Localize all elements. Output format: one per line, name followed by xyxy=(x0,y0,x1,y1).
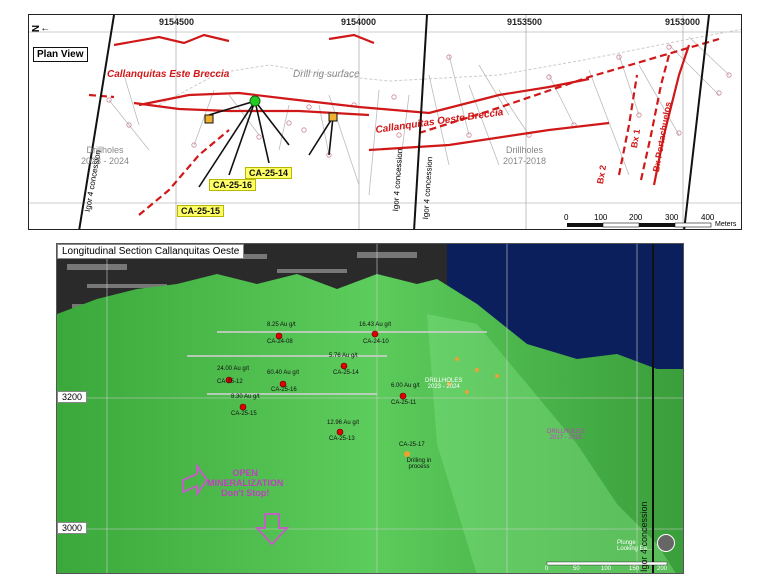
hole-callout: CA-25-14 xyxy=(245,167,293,179)
drillholes-new-label: Drillholes 2023 - 2024 xyxy=(81,145,130,166)
easting-label: 9153500 xyxy=(507,17,543,27)
intercept-hole: CA-25-12 xyxy=(217,379,243,385)
north-arrow-icon: N← xyxy=(31,23,51,34)
drill-rig-label: Drill rig surface xyxy=(293,69,360,80)
plan-map-drawing xyxy=(29,15,741,229)
plunge-label: Plunge Looking Ea... xyxy=(617,540,653,552)
scale-tick: 300 xyxy=(665,213,679,222)
open-mineralization-label: OPEN MINERALIZATION Don't Stop! xyxy=(207,468,284,498)
compass-icon xyxy=(657,534,675,552)
intercept-grade: 16.43 Au g/t xyxy=(359,322,392,328)
scale-bar-graphic xyxy=(567,222,712,228)
intercept-hole: CA-24-10 xyxy=(363,339,389,345)
igor-concession-section-label: Igor 4 concession xyxy=(639,501,649,572)
scale-tick: 0 xyxy=(545,566,549,572)
easting-label: 9153000 xyxy=(665,17,701,27)
easting-label: 9154000 xyxy=(341,17,377,27)
intercept-hole: CA-25-15 xyxy=(231,411,257,417)
intercept-grade: 8.25 Au g/t xyxy=(267,322,296,328)
intercept-grade: 12.96 Au g/t xyxy=(327,420,360,426)
scale-tick: 100 xyxy=(601,566,612,572)
section-title: Longitudinal Section Callanquitas Oeste xyxy=(57,244,245,259)
intercept-hole: CA-25-13 xyxy=(329,436,355,442)
scale-tick: 100 xyxy=(594,213,608,222)
scale-unit: Meters xyxy=(715,221,737,228)
plan-view-map: 9154500 9154000 9153500 9153000 781000 7… xyxy=(28,14,742,230)
hole-callout: CA-25-15 xyxy=(177,205,225,217)
section-drawing xyxy=(57,244,683,573)
ca2517-hole: CA-25-17 xyxy=(399,442,425,448)
scale-tick: 400 xyxy=(701,213,715,222)
este-breccia-label: Callanquitas Este Breccia xyxy=(107,69,230,80)
scale-tick: 0 xyxy=(564,213,569,222)
scale-tick: 200 xyxy=(657,566,668,572)
scale-tick: 200 xyxy=(629,213,643,222)
elevation-label: 3200 xyxy=(57,391,88,403)
intercept-hole: CA-25-16 xyxy=(271,387,297,393)
intercept-grade: 24.00 Au g/t xyxy=(217,366,250,372)
scale-tick: 50 xyxy=(573,566,580,572)
intercept-grade: 5.76 Au g/t xyxy=(329,353,358,359)
intercept-grade: 8.30 Au g/t xyxy=(231,394,260,400)
drillholes-old-section-label: DRILLHOLES 2017 - 2018 xyxy=(547,429,585,441)
intercept-grade: 60.40 Au g/t xyxy=(267,370,300,376)
scale-tick: 150 xyxy=(629,566,640,572)
longitudinal-section: Longitudinal Section Callanquitas Oeste … xyxy=(56,243,684,574)
drillholes-new-section-label: DRILLHOLES 2023 - 2024 xyxy=(425,378,463,390)
plan-view-title: Plan View xyxy=(33,47,88,62)
easting-label: 9154500 xyxy=(159,17,195,27)
intercept-grade: 6.00 Au g/t xyxy=(391,383,420,389)
intercept-hole: CA-24-08 xyxy=(267,339,293,345)
hole-callout: CA-25-16 xyxy=(209,179,257,191)
intercept-hole: CA-25-14 xyxy=(333,370,359,376)
drillholes-old-label: Drillholes 2017-2018 xyxy=(503,145,547,166)
elevation-label: 3000 xyxy=(57,522,88,534)
intercept-hole: CA-25-11 xyxy=(391,400,417,406)
ca2517-status: Drilling in process xyxy=(406,458,432,470)
